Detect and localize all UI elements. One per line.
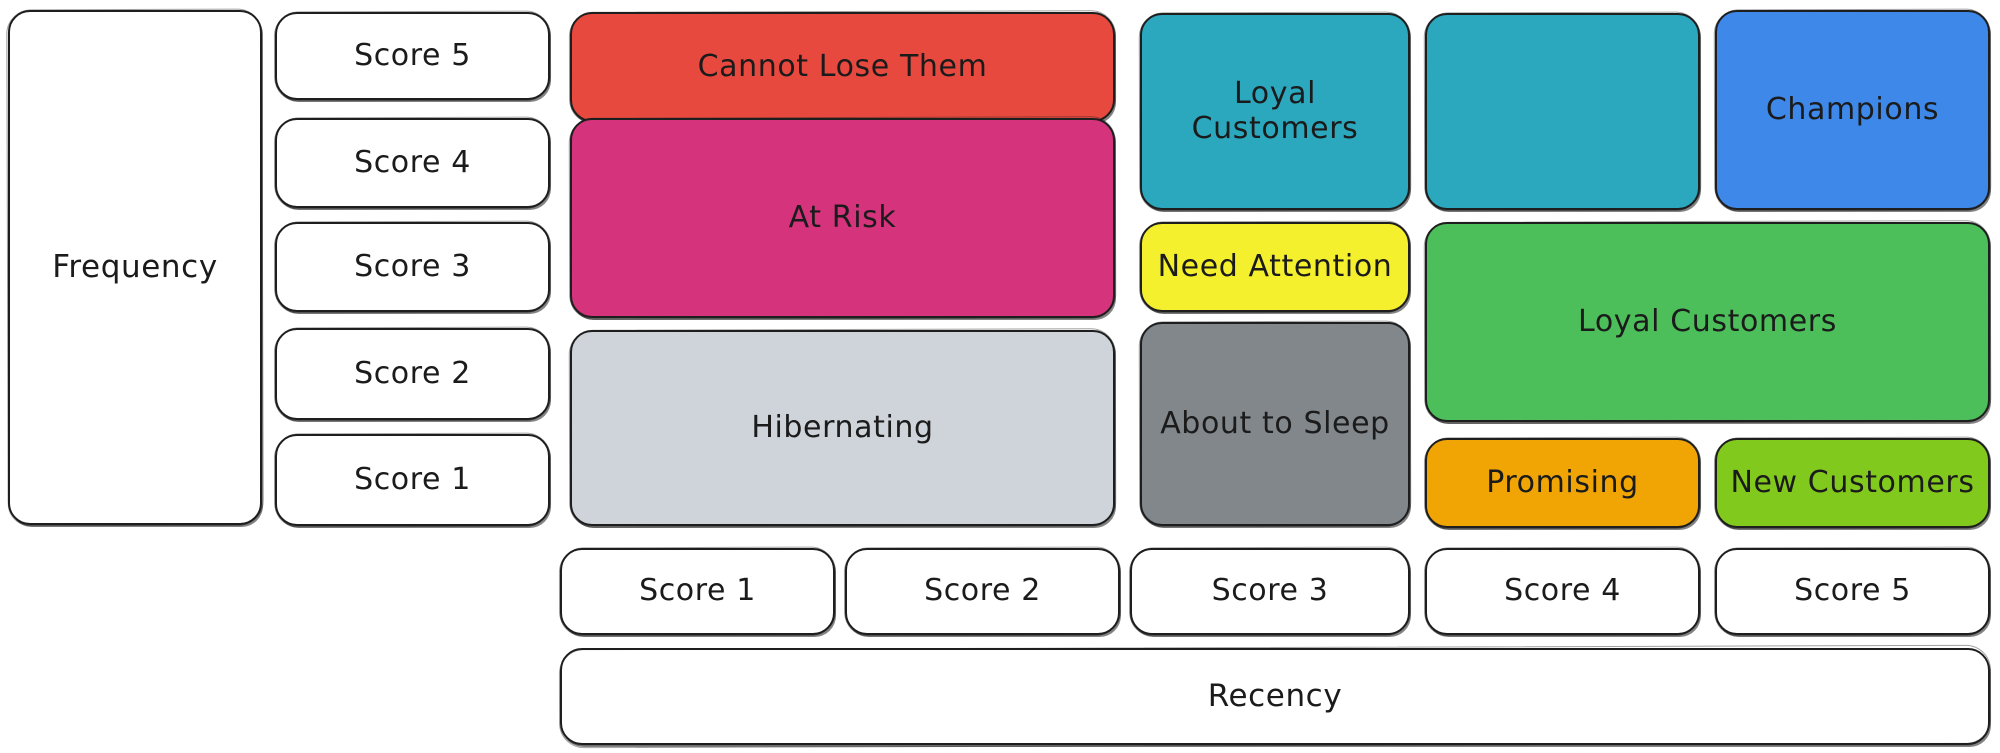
frequency-axis-title: Frequency: [8, 10, 262, 525]
segment-hibernating[interactable]: Hibernating: [570, 330, 1115, 526]
segment-champions[interactable]: Champions: [1715, 10, 1990, 210]
y-score-label-1: Score 1: [275, 434, 550, 526]
segment-cannot-lose-them[interactable]: Cannot Lose Them: [570, 12, 1115, 122]
x-score-label-2: Score 2: [845, 548, 1120, 635]
segment-at-risk[interactable]: At Risk: [570, 118, 1115, 318]
x-score-label-4: Score 4: [1425, 548, 1700, 635]
x-score-label-3: Score 3: [1130, 548, 1410, 635]
y-score-label-2: Score 2: [275, 328, 550, 420]
segment-need-attention[interactable]: Need Attention: [1140, 222, 1410, 312]
recency-axis-title: Recency: [560, 648, 1990, 745]
segment-loyal-customers-teal-2[interactable]: [1425, 13, 1700, 210]
segment-new-customers[interactable]: New Customers: [1715, 438, 1990, 528]
y-score-label-5: Score 5: [275, 12, 550, 100]
segment-promising[interactable]: Promising: [1425, 438, 1700, 528]
x-score-label-1: Score 1: [560, 548, 835, 635]
x-score-label-5: Score 5: [1715, 548, 1990, 635]
segment-about-to-sleep[interactable]: About to Sleep: [1140, 322, 1410, 526]
y-score-label-3: Score 3: [275, 222, 550, 312]
segment-loyal-customers-teal[interactable]: Loyal Customers: [1140, 13, 1410, 210]
segment-loyal-customers-green[interactable]: Loyal Customers: [1425, 222, 1990, 422]
y-score-label-4: Score 4: [275, 118, 550, 208]
